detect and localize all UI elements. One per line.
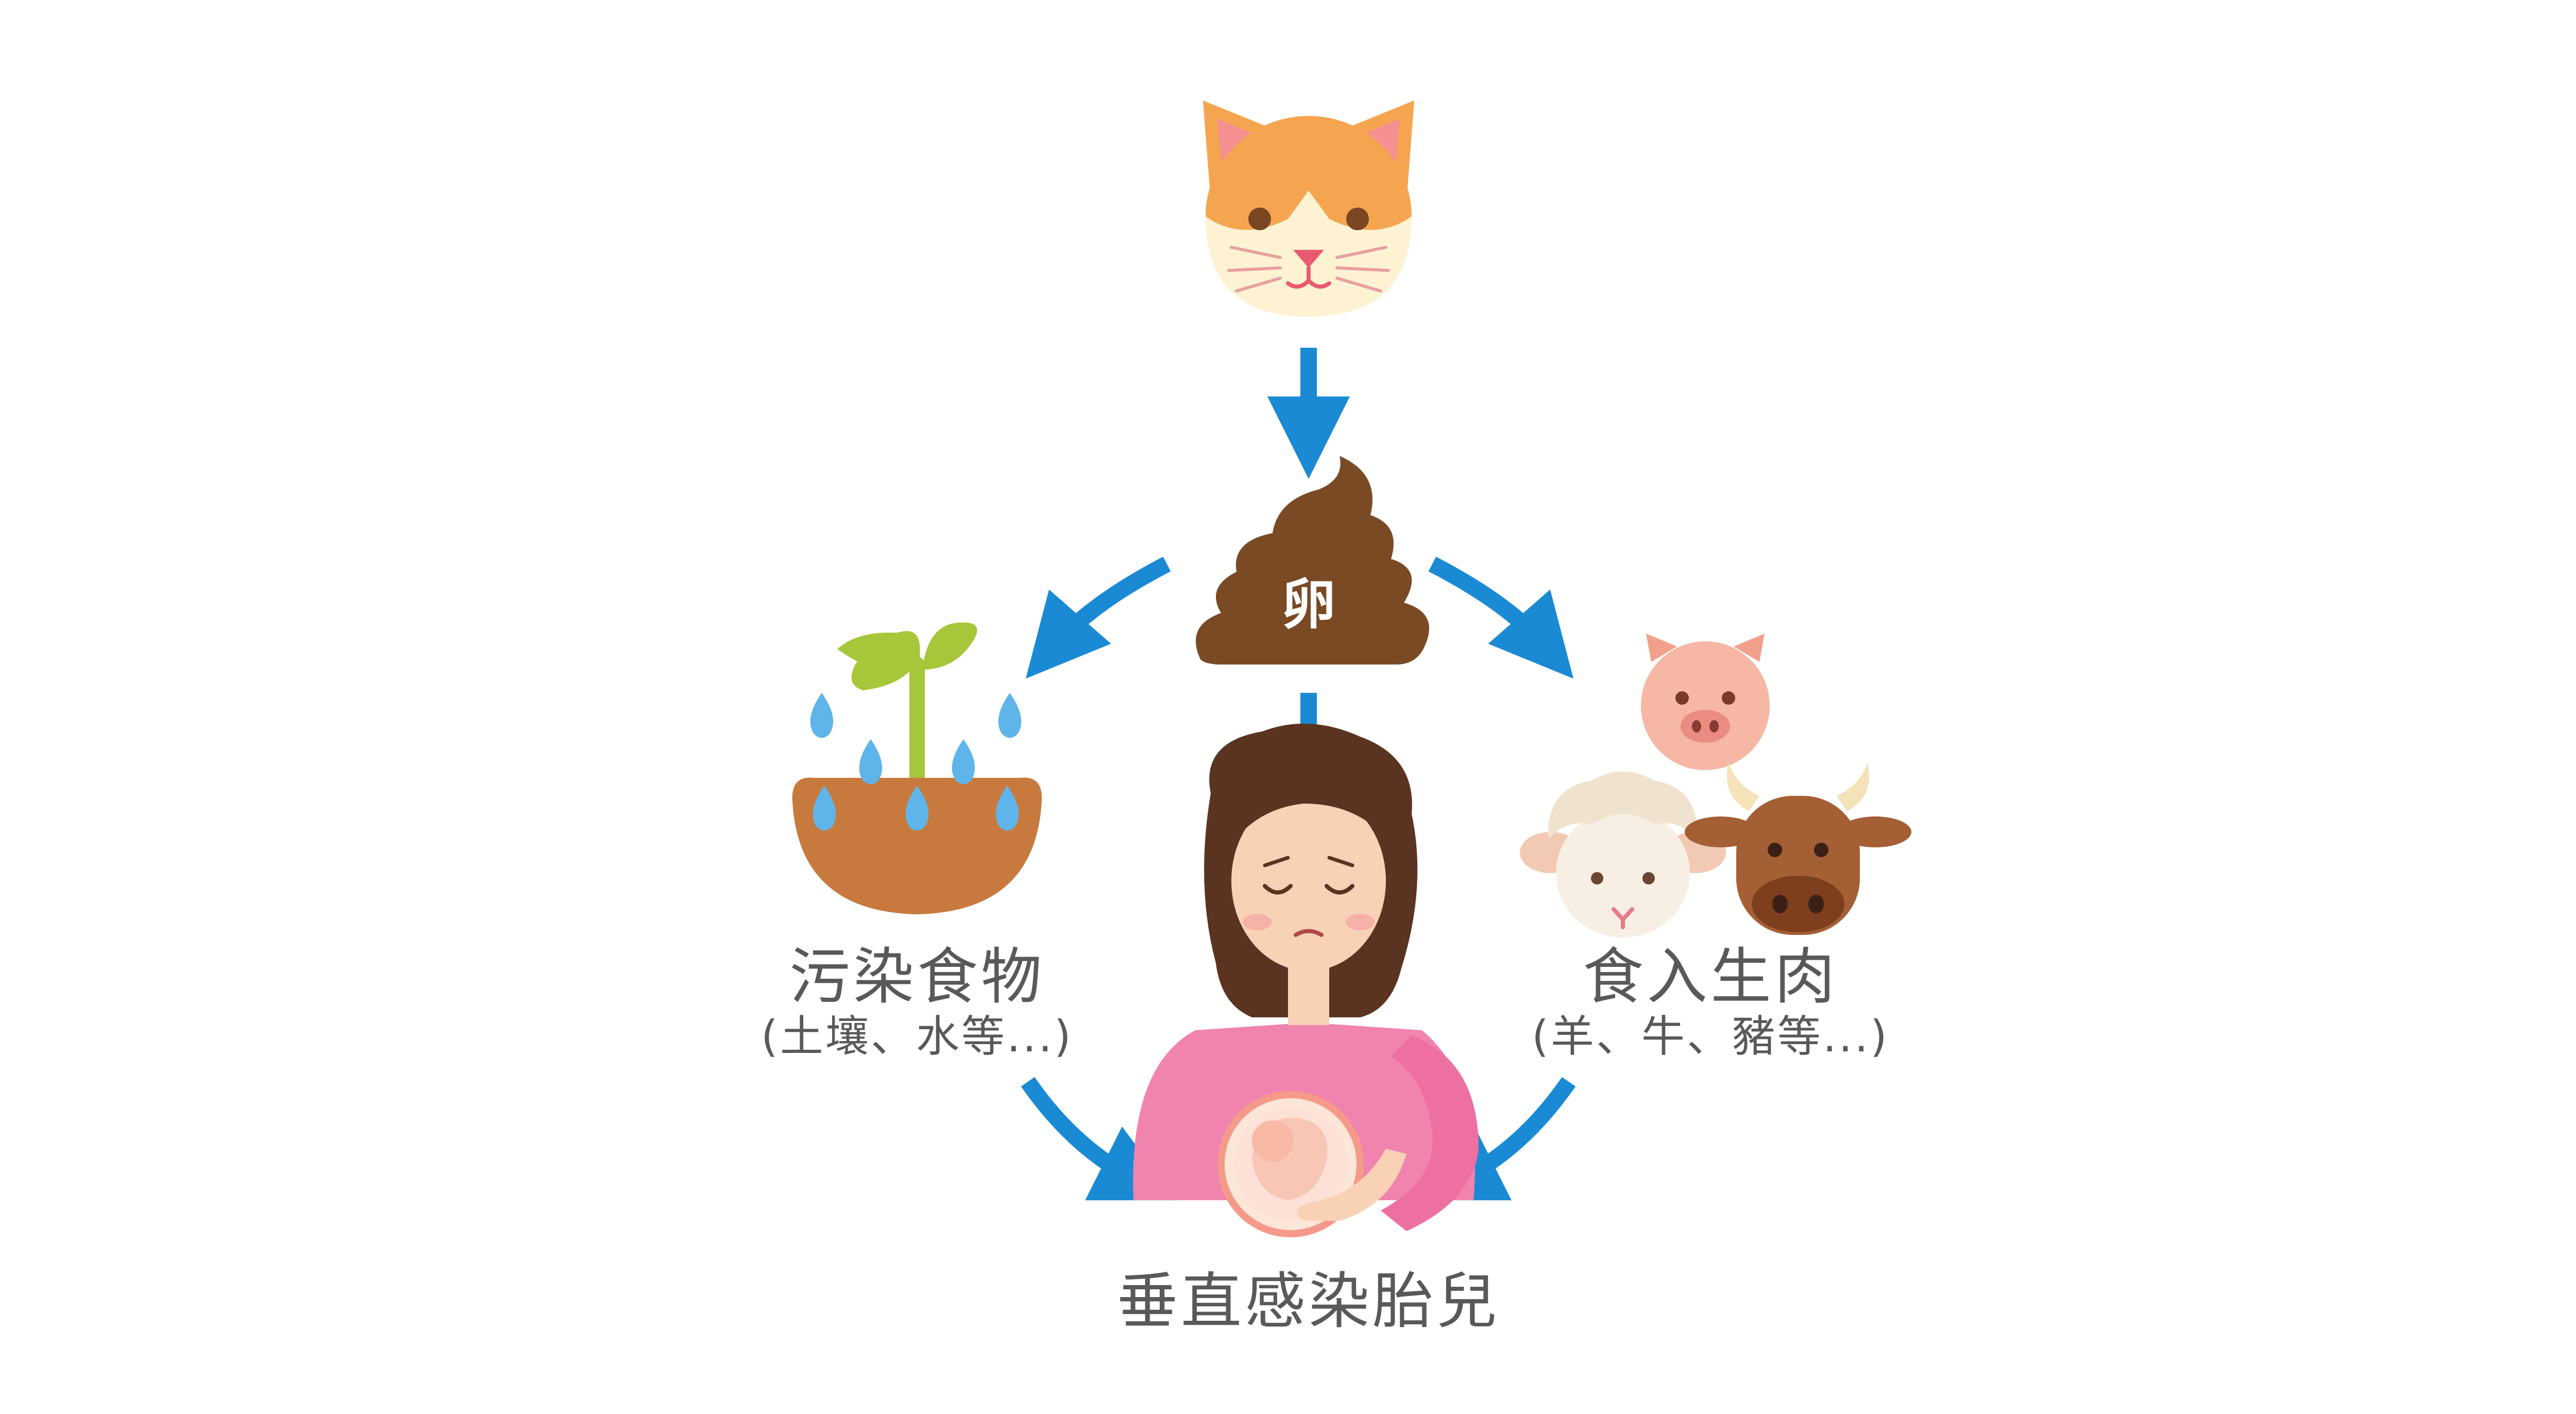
arrow-egg-to-meat	[1428, 556, 1574, 679]
sprout-soil-icon	[792, 622, 1042, 914]
food-title: 污染食物	[789, 941, 1045, 1012]
fetus-title: 垂直感染胎兒	[1116, 1266, 1500, 1337]
meat-title: 食入生肉	[1582, 941, 1838, 1012]
food-detail: (土壤、水等...)	[761, 1011, 1073, 1062]
pig-icon	[1641, 634, 1770, 770]
sheep-icon	[1520, 771, 1726, 938]
arrow-food-to-fetus	[1021, 1077, 1178, 1201]
cat-icon	[1203, 100, 1414, 317]
pregnant-woman-icon	[1133, 723, 1479, 1237]
arrow-egg-to-food	[1025, 556, 1171, 679]
egg-label: 卵	[1281, 573, 1335, 636]
poop-icon	[1196, 456, 1429, 665]
meat-detail: (羊、牛、豬等...)	[1532, 1011, 1889, 1062]
arrow-meat-to-fetus	[1419, 1077, 1576, 1201]
cow-icon	[1685, 762, 1911, 935]
